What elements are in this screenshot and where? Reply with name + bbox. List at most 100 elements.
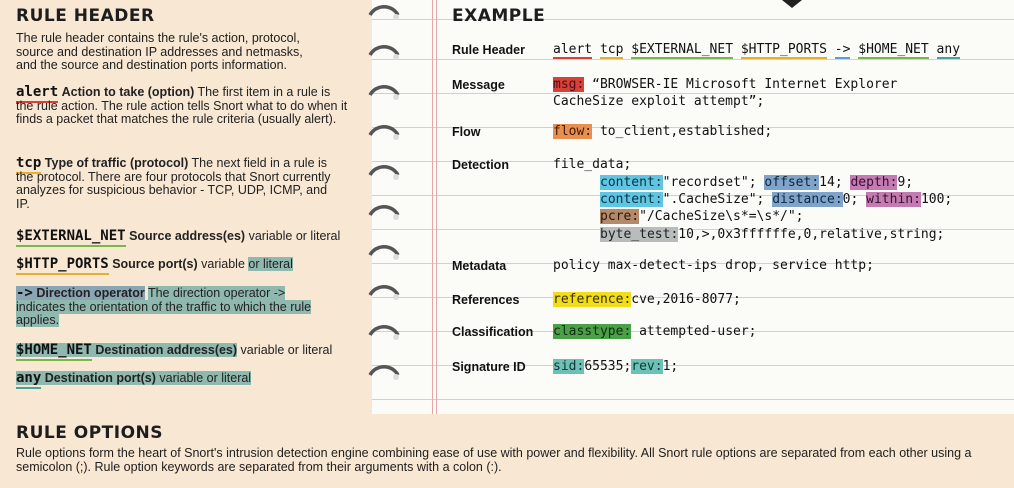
keyword-any: any bbox=[16, 370, 42, 389]
byte-test-value: 10,>,0x3ffffffe,0,relative,string; bbox=[678, 227, 945, 242]
spiral-ring-icon bbox=[368, 245, 400, 260]
pcre-value: "/CacheSize\s*=\s*/"; bbox=[639, 209, 804, 224]
kw-pcre: pcre: bbox=[600, 209, 640, 224]
within-value: 100; bbox=[920, 192, 953, 207]
text-alert: The first item in a rule is the rule act… bbox=[16, 85, 348, 126]
text-home-net: variable or literal bbox=[240, 343, 333, 357]
label-rule-header: Rule Header bbox=[452, 43, 525, 57]
kw-depth: depth: bbox=[850, 175, 898, 190]
rule-header-title: RULE HEADER bbox=[16, 6, 155, 26]
token-home-net: $HOME_NET bbox=[858, 42, 929, 59]
label-alert: Action to take (option) bbox=[61, 85, 195, 99]
code-metadata: policy max-detect-ips drop, service http… bbox=[553, 258, 874, 273]
text-any: variable or literal bbox=[159, 371, 252, 385]
text-external-net: variable or literal bbox=[248, 229, 341, 243]
reference-value: cve,2016-8077; bbox=[631, 292, 741, 307]
kw-rev: rev: bbox=[631, 359, 663, 374]
code-references: reference:cve,2016-8077; bbox=[553, 291, 741, 308]
item-external-net: $EXTERNAL_NET Source address(es) variabl… bbox=[16, 228, 361, 247]
item-any: any Destination port(s) variable or lite… bbox=[16, 370, 361, 389]
spiral-ring-icon bbox=[368, 125, 400, 140]
token-http-ports: $HTTP_PORTS bbox=[740, 42, 827, 59]
token-tcp: tcp bbox=[599, 42, 624, 59]
example-notebook: EXAMPLE Rule Header alert tcp $EXTERNAL_… bbox=[368, 0, 1014, 414]
keyword-tcp: tcp bbox=[16, 155, 42, 174]
item-alert: alert Action to take (option) The first … bbox=[16, 84, 351, 127]
rev-value: 1; bbox=[662, 359, 679, 374]
label-detection: Detection bbox=[452, 158, 509, 172]
kw-content-2: content: bbox=[600, 192, 663, 207]
kw-offset: offset: bbox=[764, 175, 820, 190]
rule-options-text: Rule options form the heart of Snort's i… bbox=[16, 446, 972, 474]
label-any: Destination port(s) bbox=[44, 371, 156, 385]
kw-byte-test: byte_test: bbox=[600, 227, 679, 242]
label-home-net: Destination address(es) bbox=[95, 343, 238, 357]
keyword-direction: -> bbox=[16, 285, 33, 304]
label-metadata: Metadata bbox=[452, 259, 507, 273]
pointer-arrow-icon bbox=[782, 0, 802, 8]
code-file-data: file_data; bbox=[553, 157, 632, 172]
content-2-value: ".CacheSize"; bbox=[662, 192, 773, 207]
classtype-value: attempted-user; bbox=[631, 324, 757, 339]
kw-within: within: bbox=[866, 192, 921, 207]
text-http-ports: variable bbox=[201, 257, 245, 271]
label-http-ports: Source port(s) bbox=[112, 257, 198, 271]
label-flow: Flow bbox=[452, 125, 481, 139]
text-tcp: The next field in a rule is the protocol… bbox=[16, 156, 331, 211]
code-detection-1: content:"recordset"; offset:14; depth:9; bbox=[600, 174, 913, 191]
spiral-ring-icon bbox=[368, 325, 400, 340]
msg-line2: CacheSize exploit attempt”; bbox=[553, 94, 765, 109]
kw-classtype: classtype: bbox=[553, 324, 632, 339]
kw-content-1: content: bbox=[600, 175, 663, 190]
label-signature-id: Signature ID bbox=[452, 360, 526, 374]
spiral-ring-icon bbox=[368, 165, 400, 180]
margin-line bbox=[432, 0, 433, 414]
depth-value: 9; bbox=[897, 175, 914, 190]
kw-reference: reference: bbox=[553, 292, 632, 307]
rule-options-section: RULE OPTIONS Rule options form the heart… bbox=[16, 420, 996, 474]
label-references: References bbox=[452, 293, 520, 307]
label-tcp: Type of traffic (protocol) bbox=[44, 156, 189, 170]
keyword-alert: alert bbox=[16, 84, 59, 103]
kw-distance: distance: bbox=[772, 192, 843, 207]
spiral-ring-icon bbox=[368, 85, 400, 100]
margin-line-2 bbox=[436, 0, 437, 414]
token-external-net: $EXTERNAL_NET bbox=[631, 42, 734, 59]
label-classification: Classification bbox=[452, 325, 534, 339]
code-signature-id: sid:65535;rev:1; bbox=[553, 358, 678, 375]
code-pcre: pcre:"/CacheSize\s*=\s*/"; bbox=[600, 208, 804, 225]
keyword-http-ports: $HTTP_PORTS bbox=[16, 256, 109, 275]
kw-flow: flow: bbox=[553, 124, 593, 139]
spiral-ring-icon bbox=[368, 285, 400, 300]
kw-msg: msg: bbox=[553, 77, 585, 92]
rule-header-intro: The rule header contains the rule's acti… bbox=[16, 31, 303, 72]
spiral-ring-icon bbox=[368, 5, 400, 20]
code-flow: flow: to_client,established; bbox=[553, 123, 772, 140]
label-message: Message bbox=[452, 78, 505, 92]
code-byte-test: byte_test:10,>,0x3ffffffe,0,relative,str… bbox=[600, 226, 944, 243]
code-rule-header: alert tcp $EXTERNAL_NET $HTTP_PORTS -> $… bbox=[553, 41, 961, 59]
item-home-net: $HOME_NET Destination address(es) variab… bbox=[16, 342, 361, 361]
code-detection-2: content:".CacheSize"; distance:0; within… bbox=[600, 191, 952, 208]
token-any: any bbox=[936, 42, 961, 59]
code-classification: classtype: attempted-user; bbox=[553, 323, 757, 340]
spiral-ring-icon bbox=[368, 45, 400, 60]
spiral-ring-icon bbox=[368, 205, 400, 220]
rule-header-section: RULE HEADER The rule header contains the… bbox=[16, 0, 361, 73]
offset-value: 14; bbox=[819, 175, 851, 190]
code-message: msg: “BROWSER-IE Microsoft Internet Expl… bbox=[553, 76, 897, 110]
token-direction: -> bbox=[834, 42, 851, 59]
content-1-value: "recordset"; bbox=[662, 175, 765, 190]
item-direction: -> Direction operator The direction oper… bbox=[16, 285, 316, 328]
text-http-ports-literal: or literal bbox=[248, 257, 293, 271]
kw-sid: sid: bbox=[553, 359, 585, 374]
label-external-net: Source address(es) bbox=[129, 229, 246, 243]
distance-value: 0; bbox=[842, 192, 867, 207]
token-alert: alert bbox=[553, 42, 593, 59]
keyword-home-net: $HOME_NET bbox=[16, 342, 92, 361]
rule-options-title: RULE OPTIONS bbox=[16, 423, 164, 443]
item-http-ports: $HTTP_PORTS Source port(s) variable or l… bbox=[16, 256, 361, 275]
flow-value: to_client,established; bbox=[592, 124, 773, 139]
sid-value: 65535; bbox=[584, 359, 632, 374]
msg-line1: “BROWSER-IE Microsoft Internet Explorer bbox=[584, 77, 898, 92]
